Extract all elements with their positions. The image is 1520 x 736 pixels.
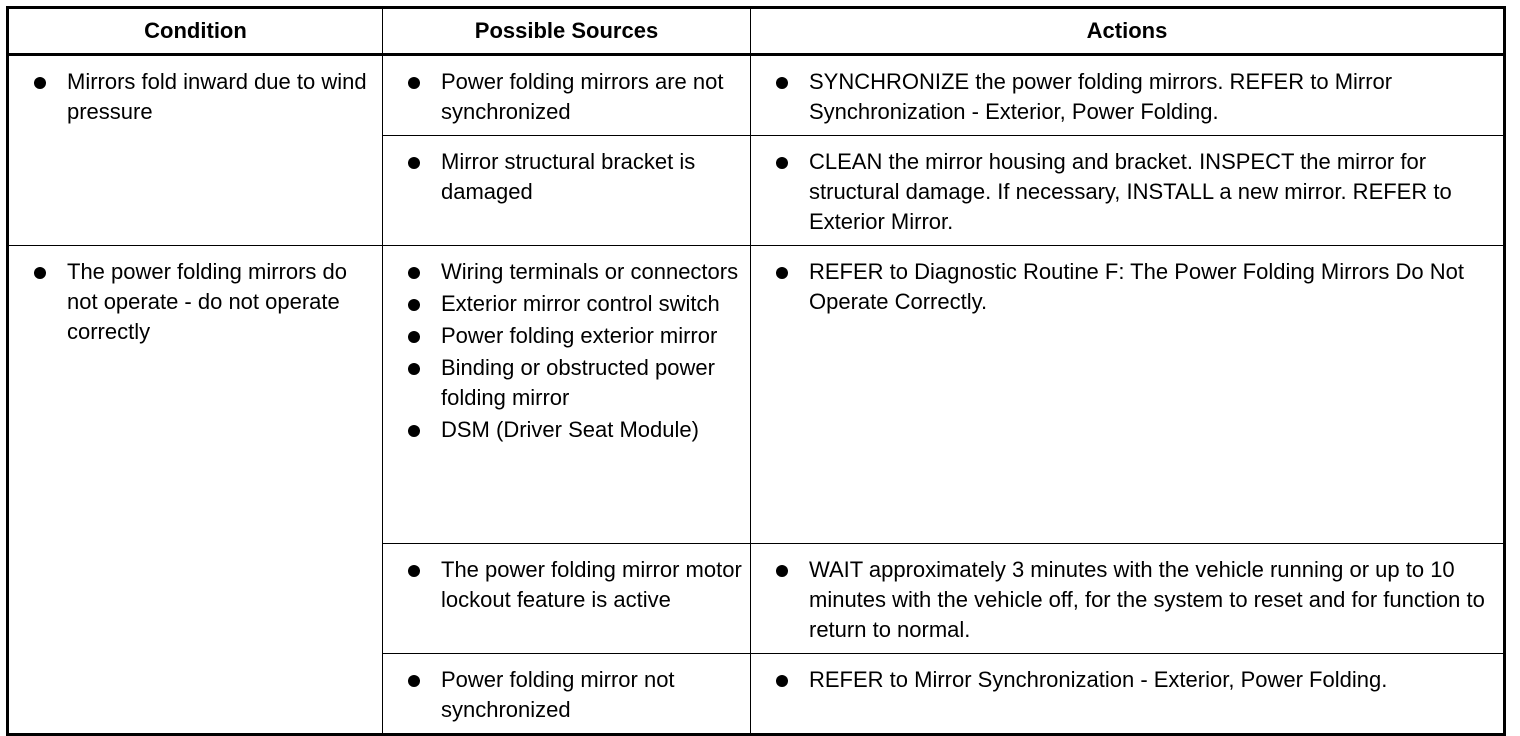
condition-cell: Mirrors fold inward due to wind pressure [7,54,383,246]
header-row: Condition Possible Sources Actions [7,7,1505,56]
action-text: CLEAN the mirror housing and bracket. IN… [751,147,1503,237]
header-actions: Actions [750,7,1505,56]
sources-cell: Power folding mirror not synchronized [382,653,751,735]
header-condition: Condition [7,7,383,56]
action-text: SYNCHRONIZE the power folding mirrors. R… [751,67,1503,127]
source-item: Power folding exterior mirror [383,321,750,351]
sources-cell: Mirror structural bracket is damaged [382,135,751,246]
sources-cell: Power folding mirrors are not synchroniz… [382,54,751,136]
source-item: Power folding mirror not synchronized [383,665,750,725]
condition-cell: The power folding mirrors do not operate… [7,245,383,735]
source-item: The power folding mirror motor lockout f… [383,555,750,615]
sources-cell: Wiring terminals or connectors Exterior … [382,245,751,544]
action-text: WAIT approximately 3 minutes with the ve… [751,555,1503,645]
source-item: Binding or obstructed power folding mirr… [383,353,750,413]
action-cell: CLEAN the mirror housing and bracket. IN… [750,135,1505,246]
source-item: Power folding mirrors are not synchroniz… [383,67,750,127]
table-row: Mirror structural bracket is damaged CLE… [8,135,1505,246]
action-text: REFER to Diagnostic Routine F: The Power… [751,257,1503,317]
table-row: The power folding mirrors do not operate… [7,245,1505,735]
action-text: REFER to Mirror Synchronization - Exteri… [751,665,1503,695]
header-possible-sources: Possible Sources [382,7,751,56]
sources-cell: The power folding mirror motor lockout f… [382,543,751,654]
source-item: Mirror structural bracket is damaged [383,147,750,207]
action-cell: SYNCHRONIZE the power folding mirrors. R… [750,54,1505,136]
action-cell: REFER to Diagnostic Routine F: The Power… [750,245,1505,544]
source-item: Exterior mirror control switch [383,289,750,319]
table-row: Mirrors fold inward due to wind pressure… [7,54,1505,246]
condition-text: The power folding mirrors do not operate… [9,257,382,347]
table-row: Power folding mirror not synchronized RE… [8,653,1505,735]
diagnostic-table: Condition Possible Sources Actions Mirro… [6,6,1506,736]
source-item: Wiring terminals or connectors [383,257,750,287]
action-cell: WAIT approximately 3 minutes with the ve… [750,543,1505,654]
condition-text: Mirrors fold inward due to wind pressure [9,67,382,127]
source-item: DSM (Driver Seat Module) [383,415,750,445]
action-cell: REFER to Mirror Synchronization - Exteri… [750,653,1505,735]
table-row: The power folding mirror motor lockout f… [8,543,1505,654]
